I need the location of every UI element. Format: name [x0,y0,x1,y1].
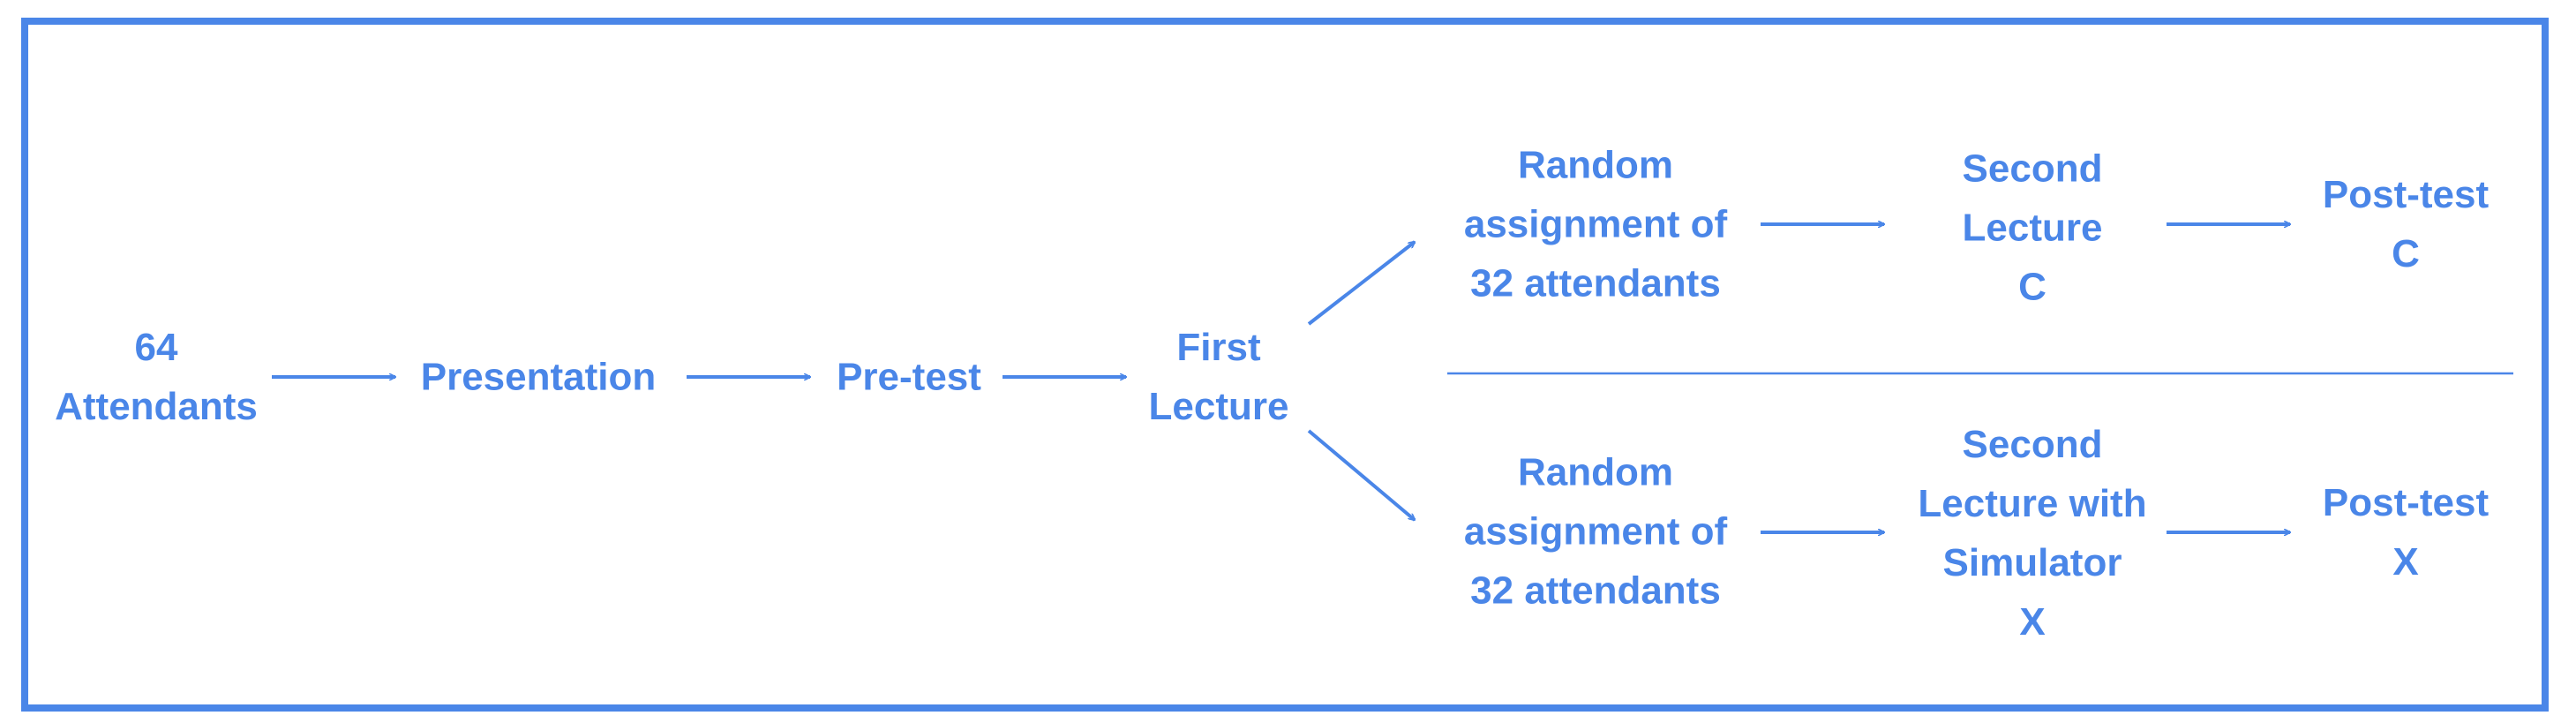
node-pretest: Pre-test [837,355,981,399]
diagram-frame [21,18,2549,712]
arrow-first-lecture-to-random-top [1307,242,1415,326]
node-random-assignment-bottom: Random assignment of 32 attendants [1463,450,1728,613]
arrow-first-lecture-to-random-bottom [1307,429,1415,520]
node-second-lecture-x: Second Lecture with Simulator X [1918,423,2147,644]
node-posttest-c: Post-test C [2322,173,2490,275]
node-attendants: 64 Attendants [55,326,258,428]
node-random-assignment-top: Random assignment of 32 attendants [1463,143,1728,305]
node-posttest-x: Post-test X [2322,481,2490,584]
node-presentation: Presentation [420,355,657,399]
node-first-lecture: First Lecture [1148,326,1289,428]
node-second-lecture-c: Second Lecture C [1962,147,2103,309]
